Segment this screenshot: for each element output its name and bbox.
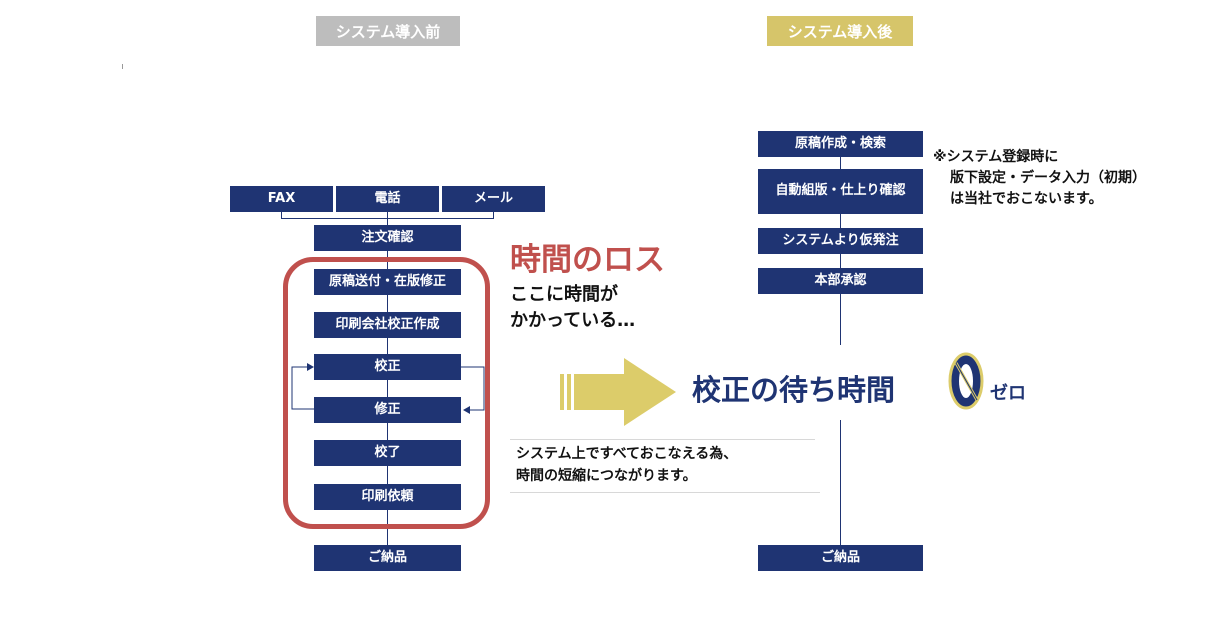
zero-wait-main: 校正の待ち時間	[692, 373, 896, 407]
step-print-request: 印刷依頼	[314, 484, 461, 510]
step-proof: 校正	[314, 354, 461, 380]
input-phone: 電話	[336, 186, 439, 212]
after-note-3: は当社でおこないます。	[950, 191, 1103, 207]
connector-mail	[493, 212, 494, 218]
tick-mark	[122, 64, 123, 69]
after-note-1: ※システム登録時に	[933, 149, 1059, 165]
connector-fax	[281, 212, 282, 218]
input-mail: メール	[442, 186, 545, 212]
after-note-2: 版下設定・データ入力（初期）	[950, 170, 1146, 186]
zero-symbol-value: 0	[948, 350, 949, 351]
after-step-draft: 原稿作成・検索	[758, 131, 923, 157]
zero-wait-banner: 校正の待ち時間 0 ゼロ	[690, 345, 1050, 420]
before-main-line	[387, 212, 388, 548]
after-header: システム導入後	[767, 16, 913, 46]
input-fax: FAX	[230, 186, 333, 212]
step-manuscript-send: 原稿送付・在版修正	[314, 269, 461, 295]
after-step-auto-layout: 自動組版・仕上り確認	[758, 169, 923, 214]
zero-symbol-icon: 0	[948, 350, 984, 410]
after-step-temp-order: システムより仮発注	[758, 228, 923, 254]
note-divider-bottom	[510, 492, 820, 493]
before-header: システム導入前	[316, 16, 460, 46]
proof-loop-arrows	[291, 363, 485, 414]
transition-arrow	[560, 358, 676, 426]
step-delivery-before: ご納品	[314, 545, 461, 571]
after-step-auto-layout-label: 自動組版・仕上り確認	[775, 183, 906, 199]
time-loss-text-2: かかっている…	[510, 310, 636, 331]
middle-note-1: システム上ですべておこなえる為、	[516, 446, 738, 462]
time-loss-title: 時間のロス	[510, 242, 665, 278]
step-proof-done: 校了	[314, 440, 461, 466]
middle-note-2: 時間の短縮につながります。	[516, 468, 697, 484]
after-step-delivery: ご納品	[758, 545, 923, 571]
zero-suffix: ゼロ	[990, 383, 1026, 404]
time-loss-highlight	[283, 257, 490, 529]
step-fix: 修正	[314, 397, 461, 423]
after-step-approval: 本部承認	[758, 268, 923, 294]
step-proof-create: 印刷会社校正作成	[314, 312, 461, 338]
time-loss-text-1: ここに時間が	[510, 284, 618, 305]
step-order-confirm: 注文確認	[314, 225, 461, 251]
note-divider-top	[510, 439, 815, 440]
